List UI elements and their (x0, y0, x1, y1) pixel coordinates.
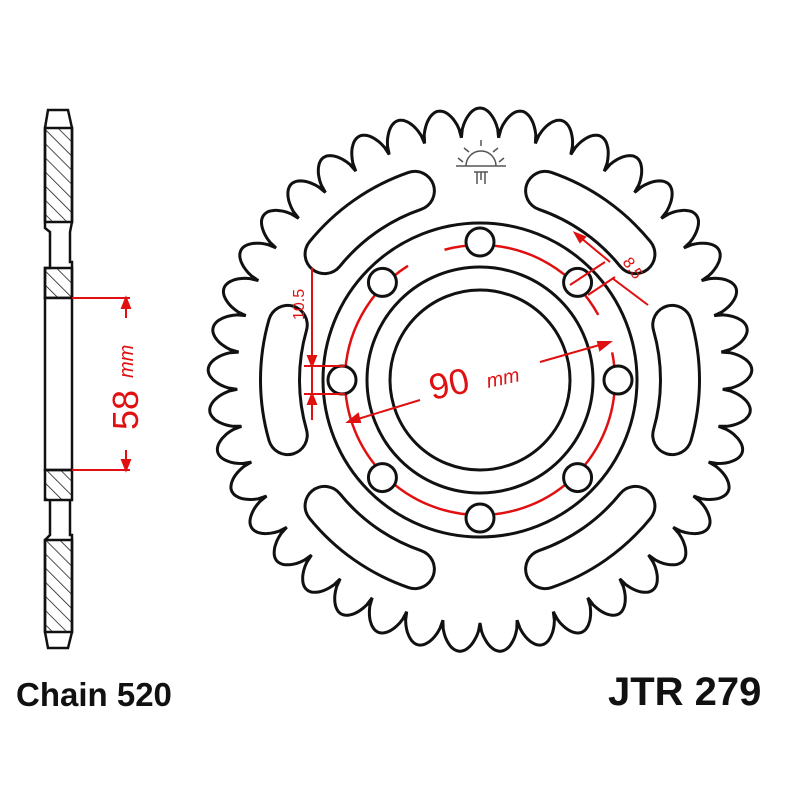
bore-unit: mm (116, 345, 138, 378)
hole-diameter-value: 10.5 (291, 289, 308, 320)
lightening-slot (527, 172, 654, 273)
bolt-circle-unit: mm (484, 364, 521, 392)
side-profile (43, 108, 74, 650)
bore-value: 58 (105, 390, 146, 430)
lightening-slot (262, 306, 306, 454)
bolt-hole (366, 462, 398, 494)
lightening-slot (527, 487, 654, 588)
jt-logo (456, 140, 506, 184)
bolt-hole (464, 502, 496, 534)
lightening-slot (306, 172, 433, 273)
bolt-circle-dimension (345, 341, 613, 423)
hole-dimension (304, 268, 345, 420)
bolt-hole (464, 226, 496, 258)
bolt-hole (602, 364, 634, 396)
lightening-slots (259, 169, 701, 591)
slot-offset-dimension (569, 231, 649, 306)
bolt-circle-value: 90 (425, 359, 473, 407)
sprocket-teeth-outline (206, 106, 754, 653)
bolt-hole (326, 364, 358, 396)
bolt-hole (562, 462, 594, 494)
hub-rings (321, 221, 639, 539)
part-number: JTR 279 (608, 670, 762, 714)
chain-label: Chain 520 (16, 676, 172, 713)
lightening-slot (306, 487, 433, 588)
bolt-hole (366, 266, 398, 298)
lightening-slot (654, 306, 698, 454)
bore-dimension (72, 295, 132, 473)
